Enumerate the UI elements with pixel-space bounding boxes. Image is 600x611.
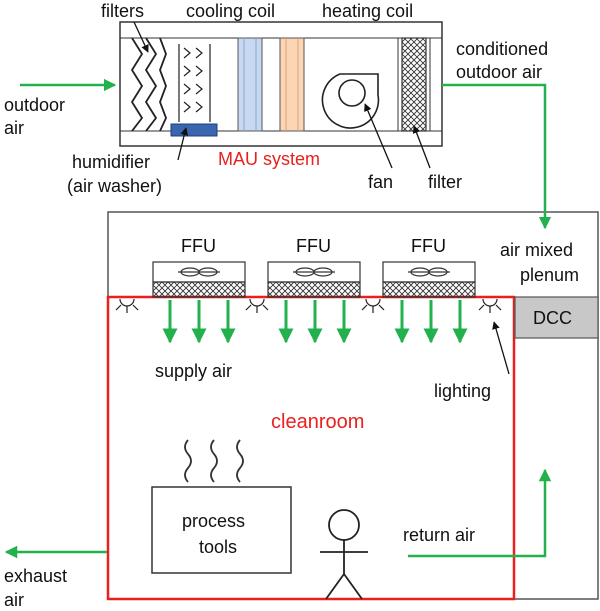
label-return-air: return air: [403, 525, 475, 545]
label-ffu-3: FFU: [411, 236, 446, 256]
ceiling-light-icon: [245, 298, 269, 313]
label-dcc: DCC: [533, 308, 572, 328]
ffu-fan-icon: [178, 267, 220, 277]
heating-coil: [279, 37, 305, 132]
label-tools: tools: [199, 537, 237, 557]
ffu-fan-icon: [293, 267, 335, 277]
label-humidifier: humidifier: [72, 152, 150, 172]
supply-air-arrows: [162, 300, 468, 344]
return-air-arrow: [408, 468, 552, 558]
fan-pointer: [364, 103, 393, 169]
cooling-coil: [237, 37, 263, 132]
dcc-box: [514, 296, 599, 339]
label-exhaust-air: air: [4, 590, 24, 610]
label-ffu-1: FFU: [181, 236, 216, 256]
fan-icon: [321, 73, 380, 129]
label-ffu-2: FFU: [296, 236, 331, 256]
ceiling-light-icon: [115, 298, 139, 313]
label-heating-coil: heating coil: [322, 1, 413, 21]
label-process: process: [182, 511, 245, 531]
final-filter: [401, 37, 427, 132]
label-outdoor-2: air: [4, 118, 24, 138]
humidifier-pointer: [177, 127, 189, 161]
heat-wave-icon: [184, 439, 244, 483]
ffu-unit-2: [267, 261, 361, 298]
person-icon: [320, 509, 368, 600]
label-mau-system: MAU system: [218, 149, 320, 169]
label-conditioned: conditioned: [456, 39, 548, 59]
label-supply-air: supply air: [155, 361, 232, 381]
filter-pointer: [412, 125, 431, 169]
label-cleanroom: cleanroom: [271, 411, 364, 433]
humidifier-spray-icon: [178, 44, 211, 122]
ffu-fan-icon: [408, 267, 450, 277]
label-lighting: lighting: [434, 381, 491, 401]
label-air-mixed: air mixed: [500, 240, 573, 260]
ffu-unit-3: [382, 261, 476, 298]
label-filters: filters: [101, 1, 144, 21]
mau-unit: [119, 21, 443, 147]
label-humidifier-2: (air washer): [67, 176, 162, 196]
label-plenum: plenum: [520, 265, 579, 285]
ffu-unit-1: [152, 261, 246, 298]
intake-filters-icon: [130, 37, 167, 132]
conditioned-air-duct-arrow: [442, 83, 552, 230]
label-cooling-coil: cooling coil: [186, 1, 275, 21]
process-tools-box: [151, 486, 292, 574]
ceiling-light-icon: [361, 298, 385, 313]
label-exhaust: exhaust: [4, 566, 67, 586]
label-filter: filter: [428, 172, 462, 192]
label-fan: fan: [368, 172, 393, 192]
label-conditioned-2: outdoor air: [456, 62, 542, 82]
label-outdoor: outdoor: [4, 95, 65, 115]
filters-pointer: [133, 21, 149, 53]
humidifier-water-tray: [170, 123, 218, 137]
ceiling-light-icon: [478, 298, 502, 313]
lighting-pointer: [492, 321, 510, 375]
